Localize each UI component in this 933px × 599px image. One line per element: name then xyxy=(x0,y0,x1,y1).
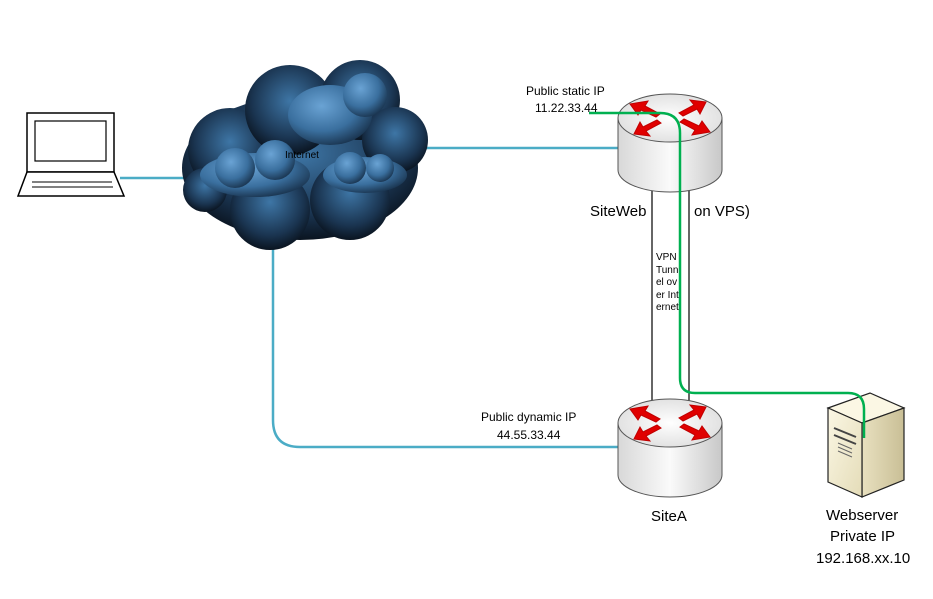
sitea-router-icon xyxy=(617,398,723,498)
sitea-label: SiteA xyxy=(651,508,687,525)
sitea-ip-label: Public dynamic IP xyxy=(481,410,577,424)
internet-label: Internet xyxy=(285,150,319,161)
link-internet-sitea xyxy=(271,248,618,449)
siteweb-ip-value: 11.22.33.44 xyxy=(535,101,598,115)
siteweb-label-left: SiteWeb xyxy=(590,203,647,220)
siteweb-ip-label: Public static IP xyxy=(526,84,605,98)
webserver-icon xyxy=(826,392,906,498)
webserver-sublabel: Private IP xyxy=(830,528,896,545)
siteweb-label-right: on VPS) xyxy=(694,203,750,220)
siteweb-router-icon xyxy=(617,93,723,193)
webserver-ip: 192.168.xx.10 xyxy=(816,550,911,567)
vpn-tunnel-label: VPN Tunnel over Internet xyxy=(656,252,679,313)
internet-cloud-icon xyxy=(182,60,428,250)
laptop-icon xyxy=(16,112,126,197)
sitea-ip-value: 44.55.33.44 xyxy=(497,428,561,442)
green-path-link xyxy=(589,111,866,438)
vpn-tunnel-box xyxy=(651,187,690,403)
webserver-label: Webserver xyxy=(826,507,899,524)
